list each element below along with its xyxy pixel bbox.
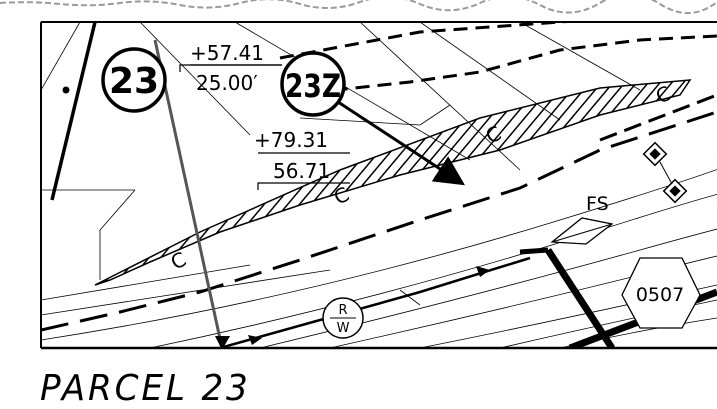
survey-line-arrowhead xyxy=(215,336,230,348)
dashed-row-line-right xyxy=(599,93,717,142)
station-upper-offset: +57.41 xyxy=(190,41,264,65)
parcel-callout-23z: 23Z xyxy=(280,51,346,117)
boundary-line-thick-horizontal xyxy=(519,247,549,255)
boundary-line-thick-right xyxy=(545,248,615,348)
right-of-way-symbol: R W xyxy=(322,297,364,339)
road-centerline xyxy=(219,256,531,348)
hex-marker-id: 0507 xyxy=(636,284,684,306)
station-lower-offset: +79.31 xyxy=(254,128,328,152)
road-arrow-2 xyxy=(476,266,490,277)
boundary-point xyxy=(62,86,70,94)
parcel-callout-23: 23 xyxy=(101,47,167,113)
sheet-top-edge xyxy=(0,0,717,14)
hatched-cut-area xyxy=(94,79,692,286)
dashed-row-line-upper xyxy=(279,22,584,60)
dashed-row-line-lower xyxy=(41,110,717,332)
survey-line-gray xyxy=(153,39,224,348)
rw-symbol-top: R xyxy=(338,303,347,318)
parcel-callout-23-label: 23 xyxy=(109,61,159,102)
fs-symbol xyxy=(550,217,614,245)
fs-symbol-divider xyxy=(551,223,613,243)
monument-marker-2 xyxy=(662,178,688,204)
rw-symbol-bottom: W xyxy=(337,321,350,336)
fs-label: FS xyxy=(586,193,609,215)
monument-marker-1 xyxy=(642,141,668,167)
dashed-row-line-upper-2 xyxy=(289,34,717,97)
boundary-line-thick-left xyxy=(50,22,97,201)
parcel-23z-leader-arrow xyxy=(334,98,466,186)
parcel-caption: PARCEL 23 xyxy=(40,368,251,409)
station-upper-distance: 25.00′ xyxy=(196,71,258,95)
hex-marker xyxy=(621,257,701,329)
monument-connector xyxy=(659,161,673,185)
parcel-callout-23z-label: 23Z xyxy=(285,67,341,105)
road-arrow-1 xyxy=(248,335,262,345)
cut-mark-1: C xyxy=(167,247,190,275)
station-lower-distance: 56.71 xyxy=(273,159,330,183)
station-lower-leader xyxy=(257,182,350,190)
